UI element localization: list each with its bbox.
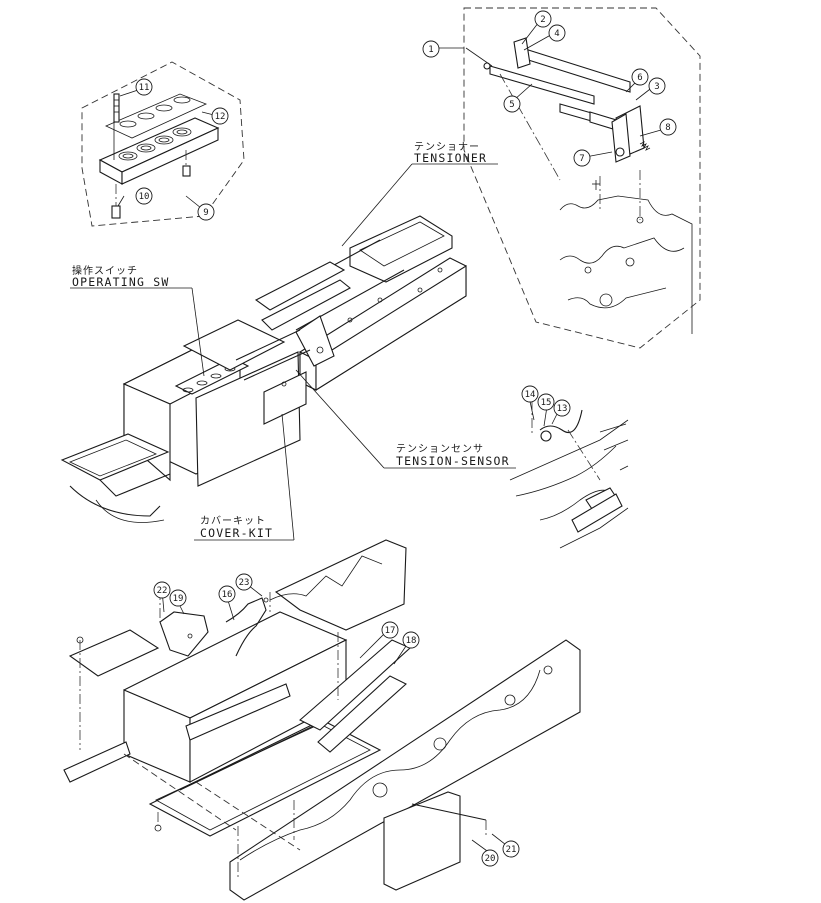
label-tensioner-en: TENSIONER — [414, 151, 487, 165]
label-cover-kit-en: COVER-KIT — [200, 526, 273, 540]
balloon-number: 13 — [557, 404, 568, 414]
balloon-number: 21 — [506, 845, 517, 855]
detail-tensioner-assembly — [463, 7, 701, 349]
balloon-20: 20 — [481, 849, 499, 867]
balloon-9: 9 — [197, 203, 215, 221]
balloon-12: 12 — [211, 107, 229, 125]
balloon-1: 1 — [422, 40, 440, 58]
balloon-number: 5 — [509, 100, 514, 110]
balloon-number: 11 — [139, 83, 150, 93]
balloon-number: 12 — [215, 112, 226, 122]
balloon-number: 6 — [637, 73, 642, 83]
label-tension-sensor-en: TENSION-SENSOR — [396, 454, 510, 468]
balloon-21: 21 — [502, 840, 520, 858]
balloon-14: 14 — [521, 385, 539, 403]
balloon-6: 6 — [631, 68, 649, 86]
label-cover-kit-jp: カバーキット — [200, 515, 266, 527]
main-cutter-assembly — [60, 215, 467, 523]
balloon-3: 3 — [648, 77, 666, 95]
balloon-23: 23 — [235, 573, 253, 591]
balloon-number: 7 — [579, 154, 584, 164]
balloon-number: 16 — [222, 590, 233, 600]
balloon-number: 2 — [540, 15, 545, 25]
balloon-number: 20 — [485, 854, 496, 864]
balloon-5: 5 — [503, 95, 521, 113]
detail-tension-sensor — [509, 400, 629, 549]
balloon-number: 18 — [406, 636, 417, 646]
detail-operating-switch-kit — [81, 61, 245, 227]
label-operating-en: OPERATING SW — [72, 275, 169, 289]
balloon-number: 9 — [203, 208, 208, 218]
balloon-number: 3 — [654, 82, 659, 92]
label-tensioner-jp: テンショナー — [414, 141, 480, 153]
balloon-number: 1 — [428, 45, 433, 55]
balloon-22: 22 — [153, 581, 171, 599]
balloon-17: 17 — [381, 621, 399, 639]
balloon-number: 15 — [541, 398, 552, 408]
balloon-number: 10 — [139, 192, 150, 202]
balloon-11: 11 — [135, 78, 153, 96]
balloon-number: 4 — [554, 29, 559, 39]
balloon-7: 7 — [573, 149, 591, 167]
balloon-number: 22 — [157, 586, 168, 596]
balloon-4: 4 — [548, 24, 566, 42]
balloon-8: 8 — [659, 118, 677, 136]
balloon-19: 19 — [169, 589, 187, 607]
label-tension-sensor-jp: テンションセンサ — [396, 443, 484, 455]
lower-frame-exploded — [63, 539, 581, 901]
balloon-number: 23 — [239, 578, 250, 588]
balloon-number: 14 — [525, 390, 536, 400]
balloon-15: 15 — [537, 393, 555, 411]
balloon-number: 8 — [665, 123, 670, 133]
balloon-2: 2 — [534, 10, 552, 28]
callout-labels: テンショナー TENSIONER 操作スイッチ OPERATING SW テンシ… — [72, 141, 510, 540]
balloon-18: 18 — [402, 631, 420, 649]
balloon-13: 13 — [553, 399, 571, 417]
balloon-10: 10 — [135, 187, 153, 205]
balloon-number: 17 — [385, 626, 396, 636]
label-operating-jp: 操作スイッチ — [72, 264, 138, 277]
balloon-number: 19 — [173, 594, 184, 604]
balloon-16: 16 — [218, 585, 236, 603]
